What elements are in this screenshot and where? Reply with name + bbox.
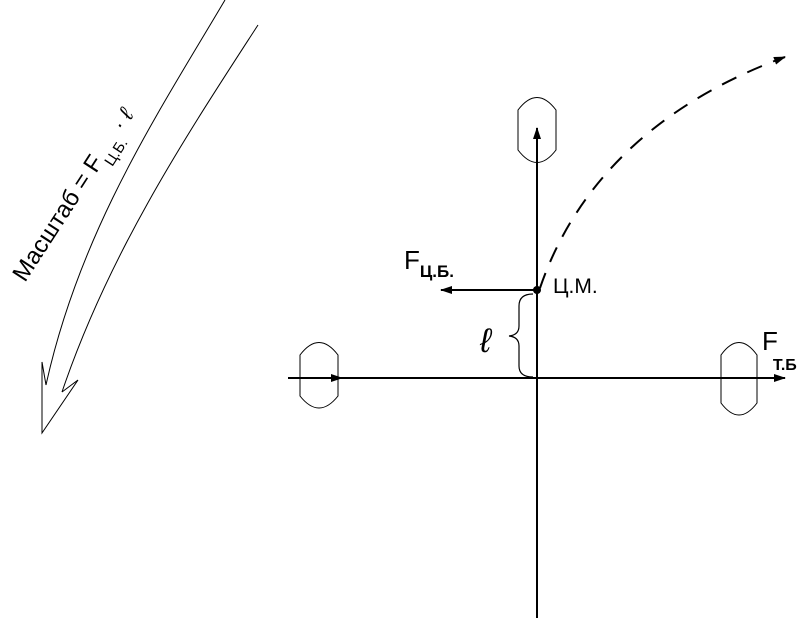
center-of-mass-label: Ц.М. — [553, 275, 598, 298]
arm-length-label: ℓ — [479, 322, 493, 360]
scale-label: Масштаб = FЦ.Б.· ℓ — [7, 103, 146, 291]
left-wheel — [299, 342, 339, 409]
arm-brace — [508, 293, 534, 378]
svg-text:Масштаб = FЦ.Б.· ℓ: Масштаб = FЦ.Б.· ℓ — [7, 103, 146, 291]
centrifugal-force-label: FЦ.Б. — [404, 245, 454, 281]
trajectory-dashed-arrow — [539, 56, 786, 289]
center-of-mass-point — [533, 286, 541, 294]
scale-curved-arrow — [41, 0, 259, 435]
